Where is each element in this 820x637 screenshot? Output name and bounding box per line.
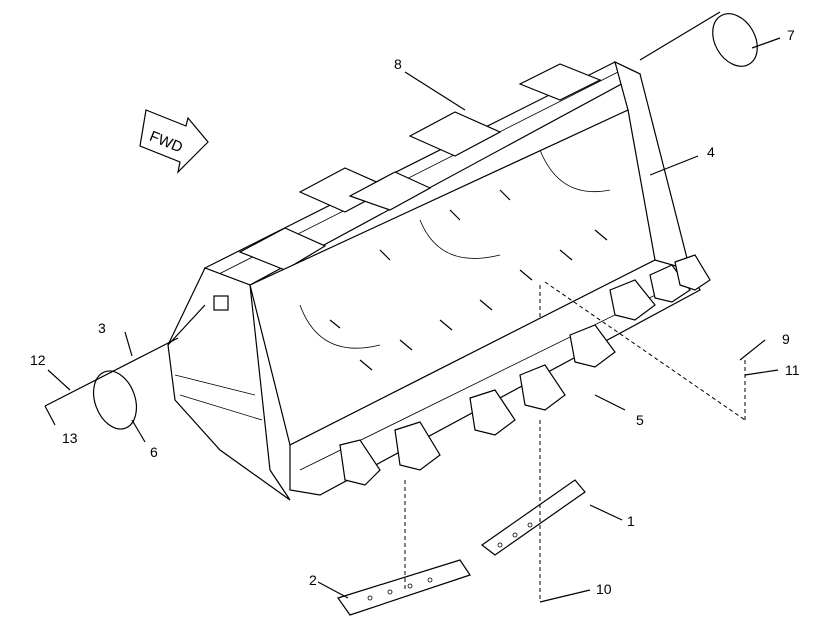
callout-1: 1 xyxy=(627,513,635,529)
teeth-row xyxy=(339,254,711,486)
part-6-cover xyxy=(92,370,138,430)
leader-lines xyxy=(44,11,781,603)
callout-11: 11 xyxy=(785,362,800,378)
callout-4: 4 xyxy=(707,144,715,160)
callout-3: 3 xyxy=(98,320,106,336)
fwd-arrow: FWD xyxy=(139,109,209,174)
callout-10: 10 xyxy=(596,581,612,597)
part-7-cover xyxy=(712,13,758,67)
callout-6: 6 xyxy=(150,444,158,460)
part-1-plate xyxy=(480,479,623,556)
callout-5: 5 xyxy=(636,412,644,428)
bucket-body xyxy=(167,60,701,501)
callout-2: 2 xyxy=(309,572,317,588)
callout-13: 13 xyxy=(62,430,78,446)
callout-12: 12 xyxy=(30,352,46,368)
callout-7: 7 xyxy=(787,27,795,43)
part-2-plate xyxy=(317,559,471,616)
callout-8: 8 xyxy=(394,56,402,72)
callout-9: 9 xyxy=(782,331,790,347)
